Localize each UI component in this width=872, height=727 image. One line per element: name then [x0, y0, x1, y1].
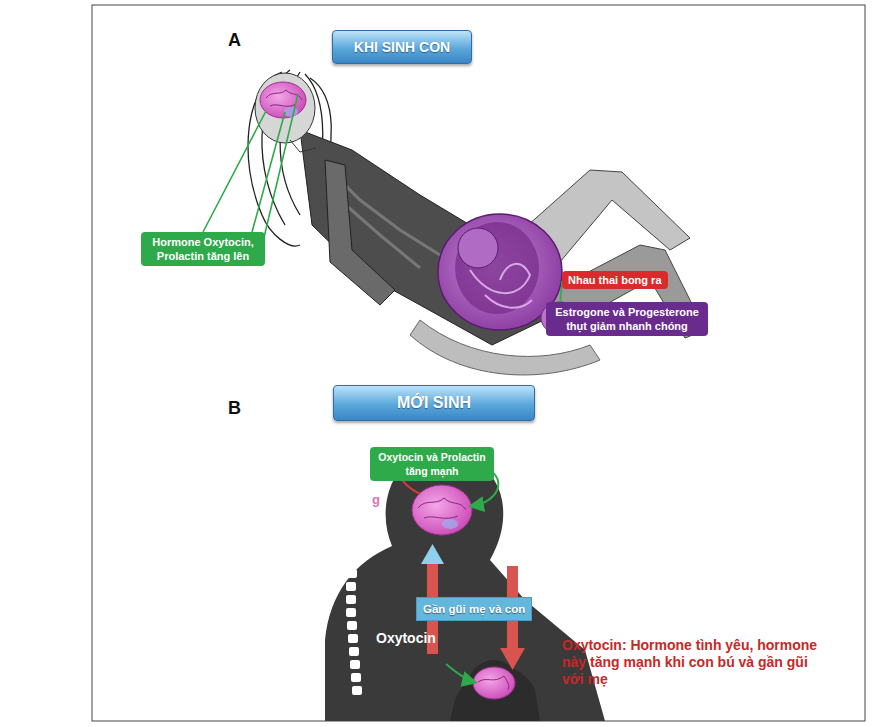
frame	[92, 5, 865, 721]
bond-band: Gần gũi mẹ và con	[416, 597, 532, 621]
birth-figure	[248, 70, 705, 375]
title-banner: MỚI SINH	[333, 385, 535, 421]
node-text: KHI SINH CON	[343, 39, 461, 55]
note-text: Oxytocin: Hormone tình yêu, hormone này …	[562, 637, 820, 688]
hormone-box: Estrogone và Progesterone thụt giảm nhan…	[546, 302, 708, 336]
node-text: Estrogone và Progesterone thụt giảm nhan…	[551, 305, 703, 333]
hormone-box: Hormone Oxytocin, Prolactin tăng lên	[141, 232, 265, 266]
node-text: Hormone Oxytocin, Prolactin tăng lên	[145, 235, 261, 263]
title-banner: KHI SINH CON	[332, 30, 472, 64]
node-text: Gần gũi mẹ và con	[423, 602, 525, 616]
placenta-box: Nhau thai bong ra	[562, 271, 668, 289]
hormone-label: Oxytocin	[376, 630, 436, 646]
panel-letter: A	[228, 30, 241, 51]
green-arrow	[446, 664, 474, 682]
hormone-box: Oxytocin và Prolactin tăng mạnh	[370, 447, 494, 481]
node-text: Oxytocin và Prolactin tăng mạnh	[374, 450, 490, 478]
panel-letter: B	[228, 398, 241, 419]
node-text: MỚI SINH	[344, 394, 524, 412]
text-fragment: g	[372, 492, 380, 507]
leader-lines	[203, 94, 566, 320]
node-text: Nhau thai bong ra	[568, 273, 662, 287]
spine	[346, 530, 362, 695]
